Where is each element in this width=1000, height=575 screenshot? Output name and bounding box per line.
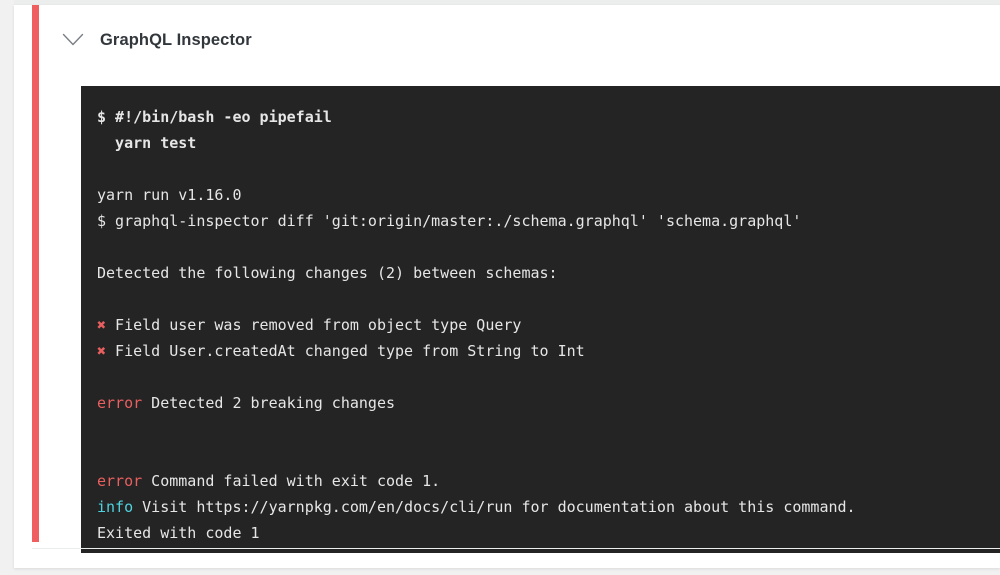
section-divider-top — [14, 0, 1000, 5]
chevron-down-icon[interactable] — [58, 25, 88, 55]
log-line-spacer-1 — [97, 156, 998, 182]
log-token: Visit https://yarnpkg.com/en/docs/cli/ru… — [133, 498, 856, 516]
log-token: ✖ — [97, 316, 107, 334]
log-token: yarn run v1.16.0 — [97, 186, 242, 204]
log-token: info — [97, 498, 134, 516]
terminal-log-pane[interactable]: $ #!/bin/bash -eo pipefail yarn test yar… — [81, 86, 1000, 553]
log-line-change-2: ✖ Field User.createdAt changed type from… — [97, 338, 998, 364]
log-token: Field user was removed from object type … — [106, 316, 522, 334]
log-line-info-visit-docs: info Visit https://yarnpkg.com/en/docs/c… — [97, 494, 998, 520]
log-token: error — [97, 472, 143, 490]
log-line-cmd-yarn-test: yarn test — [97, 130, 998, 156]
job-header[interactable]: GraphQL Inspector — [58, 19, 252, 61]
log-line-spacer-2 — [97, 234, 998, 260]
log-token: Detected 2 breaking changes — [142, 394, 396, 412]
log-line-cmd-shebang: $ #!/bin/bash -eo pipefail — [97, 104, 998, 130]
log-token: Field User.createdAt changed type from S… — [106, 342, 585, 360]
card-divider — [32, 548, 1000, 549]
log-token: Exited with code 1 — [97, 524, 260, 542]
log-line-yarn-version: yarn run v1.16.0 — [97, 182, 998, 208]
log-line-spacer-3 — [97, 286, 998, 312]
log-token: Command failed with exit code 1. — [142, 472, 441, 490]
log-line-cmd-inspector-diff: $ graphql-inspector diff 'git:origin/mas… — [97, 208, 998, 234]
job-status-bar — [32, 5, 39, 542]
log-line-error-command-failed: error Command failed with exit code 1. — [97, 468, 998, 494]
log-token: error — [97, 394, 143, 412]
log-line-spacer-6 — [97, 442, 998, 468]
log-line-error-breaking-changes: error Detected 2 breaking changes — [97, 390, 998, 416]
log-line-spacer-5 — [97, 416, 998, 442]
log-token: Detected the following changes (2) betwe… — [97, 264, 558, 282]
log-line-spacer-4 — [97, 364, 998, 390]
log-token: ✖ — [97, 342, 107, 360]
terminal-log-content: $ #!/bin/bash -eo pipefail yarn test yar… — [81, 86, 1000, 553]
log-token: $ graphql-inspector diff 'git:origin/mas… — [97, 212, 802, 230]
log-line-exited-with-code: Exited with code 1 — [97, 520, 998, 546]
job-title: GraphQL Inspector — [100, 30, 252, 49]
log-line-change-1: ✖ Field user was removed from object typ… — [97, 312, 998, 338]
log-token: $ #!/bin/bash -eo pipefail — [97, 108, 332, 126]
job-card: GraphQL Inspector $ #!/bin/bash -eo pipe… — [14, 5, 1000, 568]
log-token: yarn test — [97, 134, 197, 152]
log-line-detected-changes: Detected the following changes (2) betwe… — [97, 260, 998, 286]
